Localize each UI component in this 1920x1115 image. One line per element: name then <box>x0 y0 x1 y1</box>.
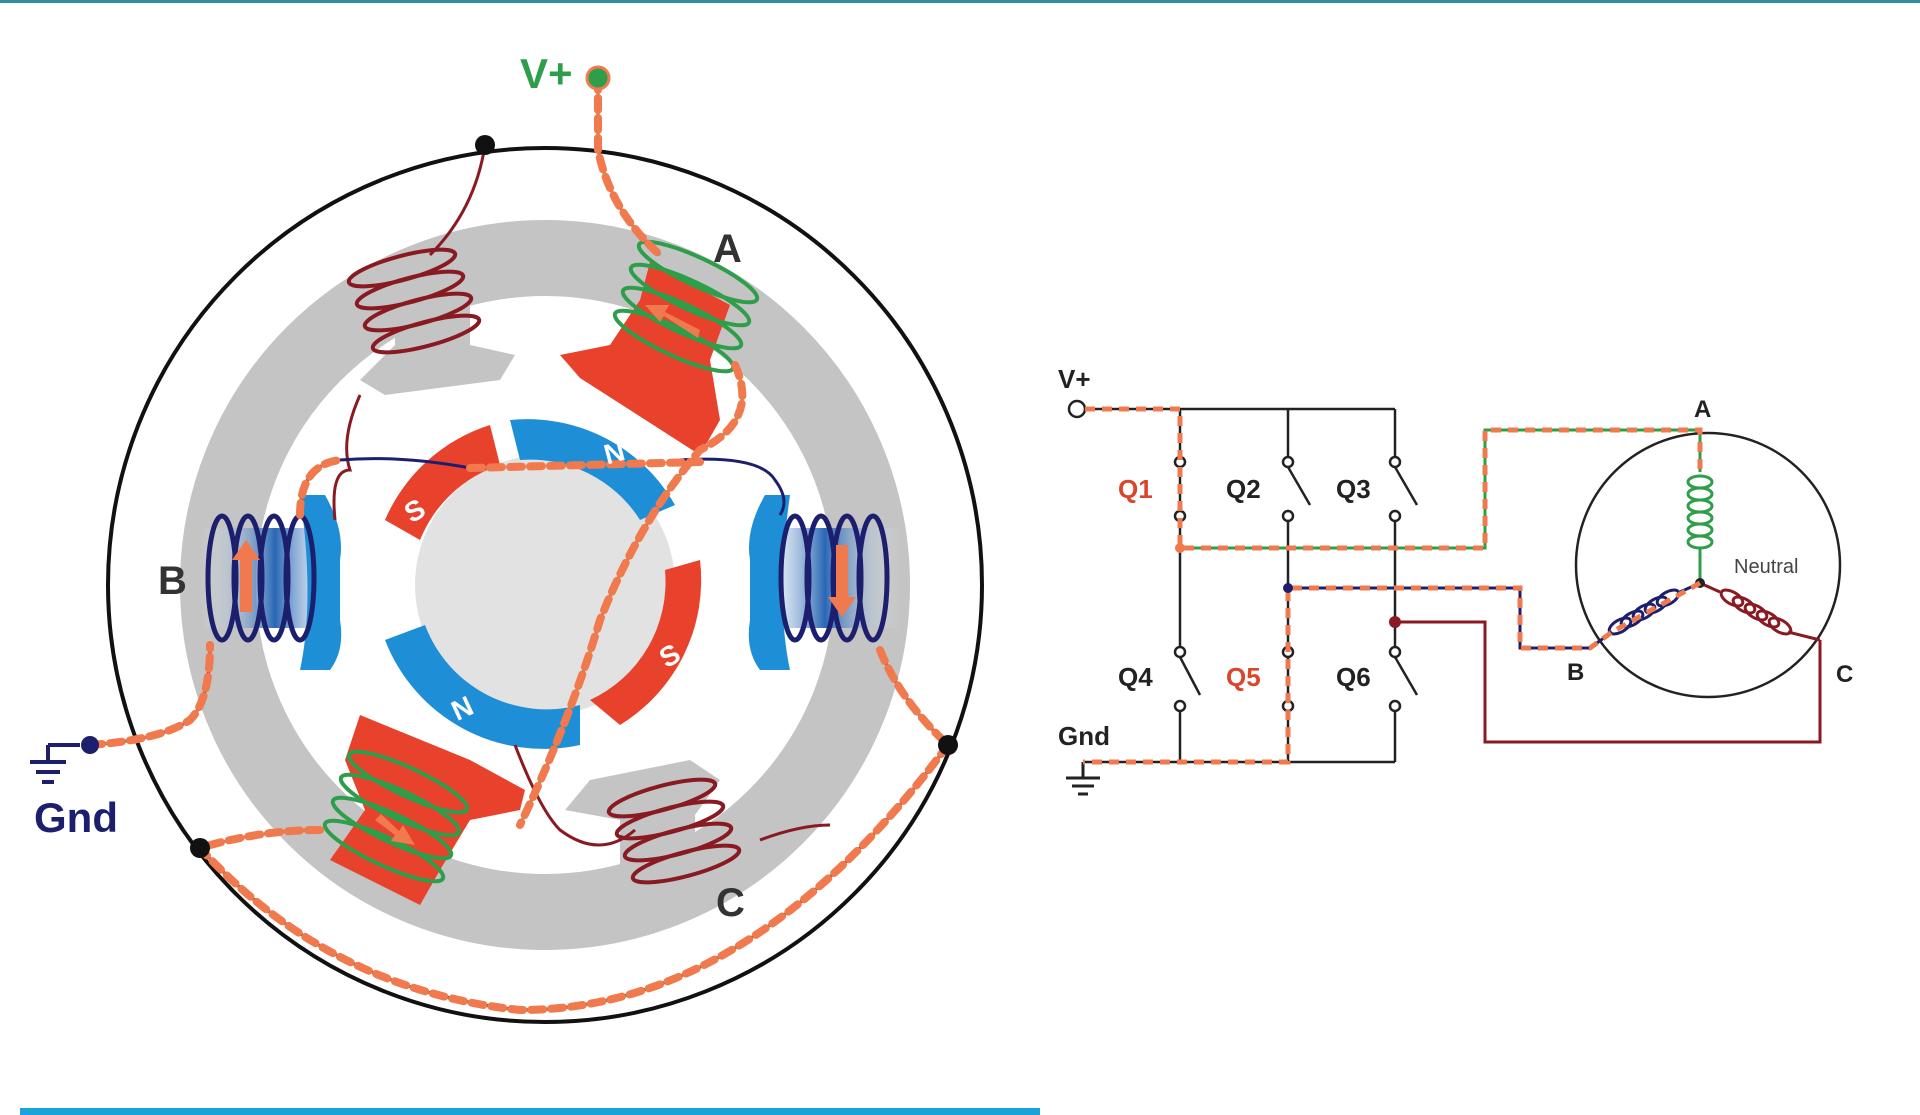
coil-phase-b-right <box>778 513 890 643</box>
switch-label-q1: Q1 <box>1118 474 1153 504</box>
rotor-core <box>415 455 675 715</box>
switch-label-q2: Q2 <box>1226 474 1261 504</box>
switch-q6 <box>1388 645 1419 713</box>
switch-label-q4: Q4 <box>1118 662 1153 692</box>
rotor-magnet-n-top <box>510 419 675 520</box>
motor-phase-c-label: C <box>716 881 745 925</box>
coil-phase-c-bottom <box>606 777 742 885</box>
wye-coil-c <box>1699 581 1821 642</box>
neutral-label: Neutral <box>1734 556 1798 578</box>
circuit-supply-label: V+ <box>1058 364 1091 394</box>
switch-q3 <box>1388 455 1419 523</box>
switch-q4 <box>1173 645 1202 713</box>
top-border <box>0 0 1920 3</box>
wires-phase-c <box>332 144 831 847</box>
rotor-magnet-n-bottom <box>385 625 580 749</box>
motor-phase-b-label: B <box>158 559 187 603</box>
stator-pole-right <box>748 495 900 670</box>
motor-cross-section: V+ Gnd A B C N N S S <box>30 50 984 1024</box>
circuit-phase-a-label: A <box>1694 396 1711 423</box>
circuit-phase-b-label: B <box>1567 659 1584 686</box>
junction-dots <box>81 65 958 858</box>
circuit-ground-label: Gnd <box>1058 721 1110 751</box>
motor-supply-label: V+ <box>520 50 573 97</box>
motor-wye-circle <box>1574 431 1842 699</box>
circuit-junctions <box>1175 543 1401 628</box>
circuit-phase-c-label: C <box>1836 661 1853 688</box>
switch-label-q5: Q5 <box>1226 662 1261 692</box>
outer-frame-ring <box>106 146 984 1024</box>
stator-pole-bottom-right <box>565 760 720 910</box>
coil-phase-a-top <box>612 239 760 374</box>
stator-pole-top-left <box>360 250 515 395</box>
motor-ground-icon <box>30 743 80 784</box>
coil-phase-c-top <box>346 247 482 355</box>
bottom-progress-bar <box>20 1108 1040 1115</box>
motor-phase-a-label: A <box>713 227 742 271</box>
stator-pole-bottom-left-active <box>330 715 525 905</box>
inverter-circuit: V+ Gnd Q1 Q2 Q3 Q4 Q5 Q6 A B C Neutral <box>1058 364 1853 796</box>
rotor-magnet-s-right <box>590 560 702 725</box>
switch-label-q3: Q3 <box>1336 474 1371 504</box>
switch-label-q6: Q6 <box>1336 662 1371 692</box>
coil-phase-a-bottom <box>322 749 470 884</box>
current-path-overlay <box>86 74 952 1015</box>
circuit-ground-icon <box>1066 762 1100 796</box>
rotor-magnet-s-left <box>385 425 500 540</box>
wye-coil-a <box>1686 452 1714 583</box>
motor-ground-label: Gnd <box>34 794 118 841</box>
switch-q2 <box>1281 455 1312 523</box>
circuit-current-path <box>1083 406 1703 765</box>
circuit-supply-terminal <box>1067 399 1087 419</box>
current-arrows <box>232 305 856 845</box>
